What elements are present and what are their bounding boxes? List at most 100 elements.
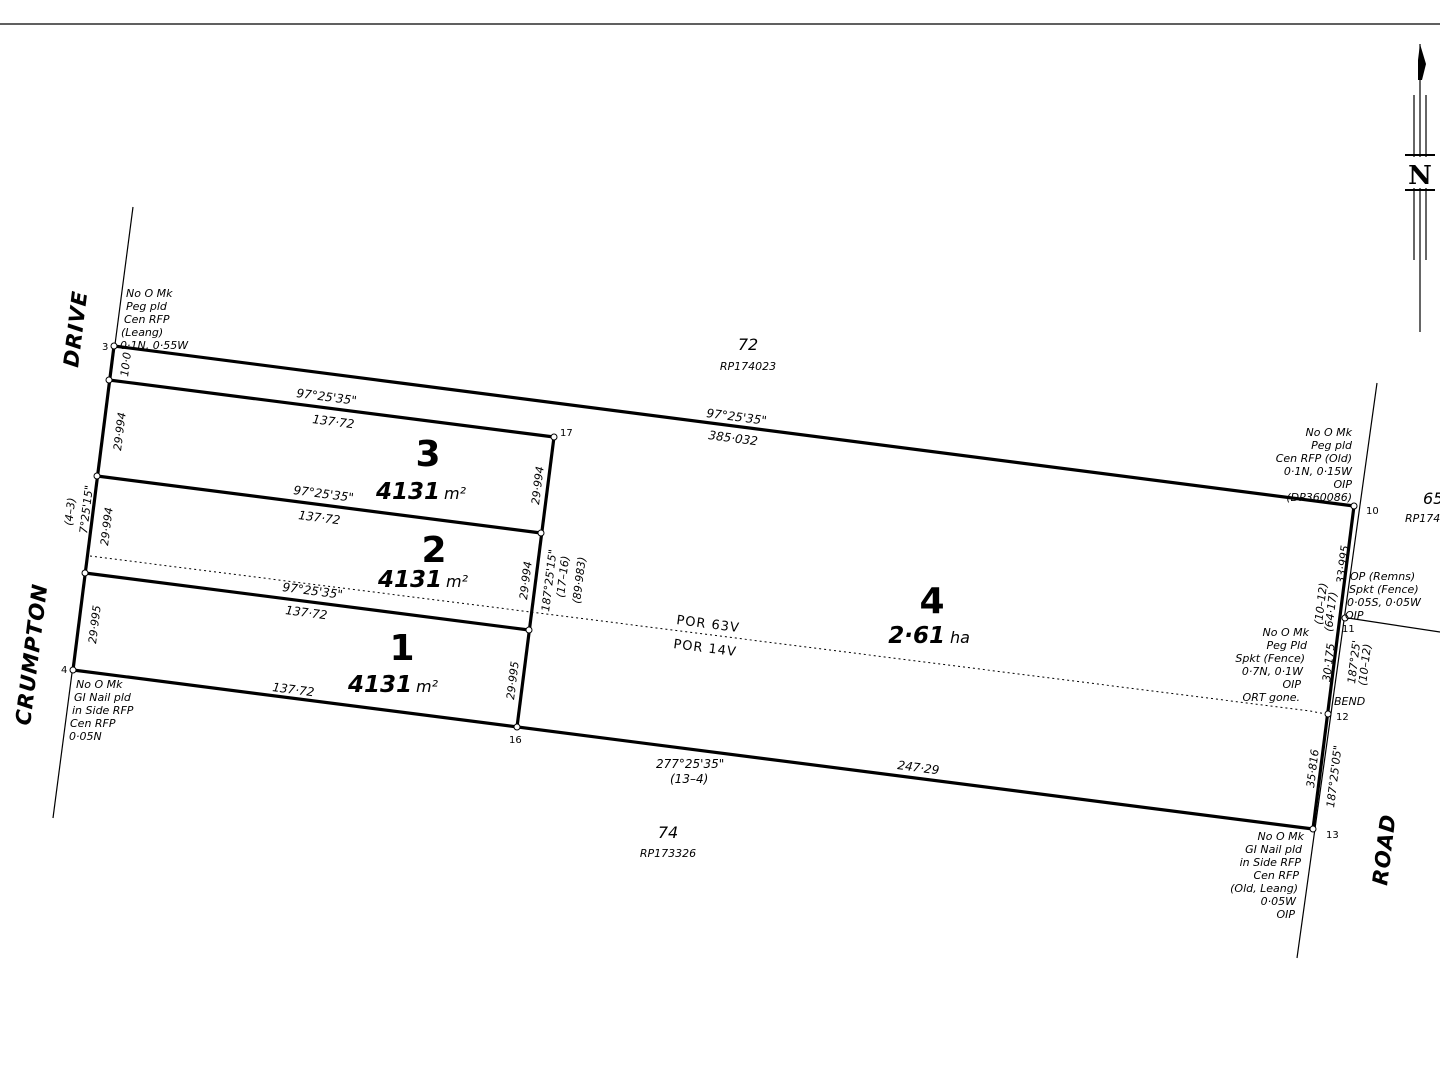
- svg-text:GI Nail pld: GI Nail pld: [1245, 843, 1303, 856]
- svg-text:0·05W: 0·05W: [1261, 895, 1297, 908]
- north-boundary: [113, 344, 1355, 508]
- station-10: 10: [1366, 506, 1379, 517]
- svg-text:(Old, Leang): (Old, Leang): [1230, 882, 1298, 895]
- survey-point-e: [525, 626, 533, 634]
- survey-point-c: [81, 569, 89, 577]
- svg-text:No O Mk: No O Mk: [76, 678, 123, 691]
- svg-text:OIP: OIP: [1345, 609, 1364, 622]
- svg-text:OIP: OIP: [1282, 678, 1301, 691]
- east-upper-ref: (64·17): [1322, 591, 1340, 632]
- svg-text:Cen RFP: Cen RFP: [124, 313, 170, 326]
- east-mid-bearing: 187°25': [1345, 640, 1363, 685]
- lot3-area-unit: m²: [444, 484, 467, 503]
- station-12: 12: [1336, 712, 1349, 723]
- survey-point-16: [513, 723, 521, 731]
- east-lower-length: 35·816: [1304, 749, 1322, 789]
- station-17: 17: [560, 428, 573, 439]
- west-10m: 10·0: [118, 351, 134, 377]
- lot2-east-length: 29·994: [517, 561, 535, 601]
- lot3-north-boundary: [108, 378, 555, 439]
- svg-text:Peg pld: Peg pld: [1311, 439, 1353, 452]
- lot2-top-length: 137·72: [298, 508, 341, 527]
- lot2-number: 2: [421, 530, 446, 571]
- portion-upper: POR 63V: [675, 613, 740, 636]
- bottom-bearing: 277°25'35": [656, 757, 724, 771]
- lot1-area-unit: m²: [416, 677, 439, 696]
- neighbour-east-plan: RP174: [1405, 512, 1440, 525]
- lot4-number: 4: [919, 581, 944, 622]
- svg-text:Cen RFP (Old): Cen RFP (Old): [1276, 452, 1352, 465]
- svg-text:No O Mk: No O Mk: [1263, 626, 1310, 639]
- lot1-bottom-length: 137·72: [272, 680, 315, 699]
- station-16: 16: [509, 735, 522, 746]
- svg-text:Cen RFP: Cen RFP: [70, 717, 116, 730]
- note-se: No O Mk GI Nail pld in Side RFP Cen RFP …: [1230, 830, 1304, 921]
- svg-text:Cen RFP: Cen RFP: [1253, 869, 1299, 882]
- mid-length: (89·983): [570, 556, 589, 604]
- lot1-number: 1: [389, 628, 414, 669]
- west-lot3: 29·994: [111, 412, 129, 452]
- lot2-lot1-boundary: [84, 571, 530, 632]
- road-name-drive: DRIVE: [59, 289, 92, 368]
- survey-point-b: [93, 472, 101, 480]
- svg-text:OP (Remns): OP (Remns): [1350, 570, 1415, 583]
- svg-text:(DP360086): (DP360086): [1286, 491, 1352, 504]
- survey-point-11: [1341, 614, 1349, 622]
- neighbour-south-plan: RP173326: [640, 847, 696, 860]
- lot3-east-length: 29·994: [529, 466, 547, 506]
- south-boundary: [72, 668, 1314, 831]
- west-lot1: 29·995: [86, 605, 104, 645]
- station-13: 13: [1326, 830, 1339, 841]
- lot4-area-unit: ha: [950, 628, 970, 647]
- west-bearing: 7°25'15": [77, 485, 96, 535]
- lot2-area: 4131: [377, 567, 442, 593]
- svg-text:in Side RFP: in Side RFP: [1240, 856, 1302, 869]
- bend-label: BEND: [1334, 695, 1365, 708]
- east-neighbour-line: [1347, 617, 1440, 633]
- east-mid-ref2: (10–12): [1356, 643, 1374, 686]
- north-letter: N: [1408, 161, 1432, 191]
- note-sw: No O Mk GI Nail pld in Side RFP Cen RFP …: [69, 678, 134, 743]
- svg-text:ORT gone.: ORT gone.: [1243, 691, 1300, 704]
- svg-text:GI Nail pld: GI Nail pld: [74, 691, 132, 704]
- neighbour-south-lot: 74: [658, 823, 678, 842]
- note-nw: No O Mk Peg pld Cen RFP (Leang) 0·1N, 0·…: [120, 287, 189, 352]
- svg-text:OIP: OIP: [1276, 908, 1295, 921]
- survey-point-13: [1309, 825, 1317, 833]
- lots-east-boundary: [515, 436, 556, 728]
- note-ne: No O Mk Peg pld Cen RFP (Old) 0·1N, 0·15…: [1276, 426, 1353, 504]
- svg-text:Peg pld: Peg pld: [126, 300, 168, 313]
- lot2-area-unit: m²: [446, 572, 469, 591]
- svg-text:0·1N, 0·55W: 0·1N, 0·55W: [120, 339, 189, 352]
- station-4: 4: [61, 665, 67, 676]
- survey-point-4: [69, 666, 77, 674]
- svg-text:in Side RFP: in Side RFP: [72, 704, 134, 717]
- portion-lower: POR 14V: [672, 637, 737, 660]
- top-boundary-length: 385·032: [708, 428, 759, 448]
- survey-point-3: [110, 342, 118, 350]
- lot1-area: 4131: [347, 672, 412, 698]
- lot3-area: 4131: [375, 479, 440, 505]
- neighbour-north-lot: 72: [738, 335, 758, 354]
- svg-text:0·7N, 0·1W: 0·7N, 0·1W: [1242, 665, 1304, 678]
- west-lot2: 29·994: [98, 507, 116, 547]
- lot4-area: 2·61: [888, 623, 945, 649]
- svg-text:0·1N, 0·15W: 0·1N, 0·15W: [1284, 465, 1353, 478]
- bottom-ref: (13–4): [670, 772, 708, 786]
- station-3: 3: [102, 342, 108, 353]
- svg-text:(Leang): (Leang): [121, 326, 163, 339]
- survey-point-d: [537, 529, 545, 537]
- survey-point-17: [550, 433, 558, 441]
- lot3-top-length: 137·72: [312, 412, 355, 431]
- survey-point-10: [1350, 502, 1358, 510]
- east-lower-bearing: 187°25'05": [1324, 745, 1345, 809]
- lot1-top-length: 137·72: [285, 603, 328, 622]
- east-mid-ref: (10–12): [1312, 582, 1330, 625]
- svg-text:No O Mk: No O Mk: [126, 287, 173, 300]
- east-mid-length: 30·175: [1320, 643, 1338, 683]
- station-11: 11: [1342, 624, 1355, 635]
- svg-text:Spkt (Fence): Spkt (Fence): [1349, 583, 1419, 596]
- svg-text:Peg Pld: Peg Pld: [1266, 639, 1308, 652]
- mid-ref: (17–16): [554, 555, 572, 598]
